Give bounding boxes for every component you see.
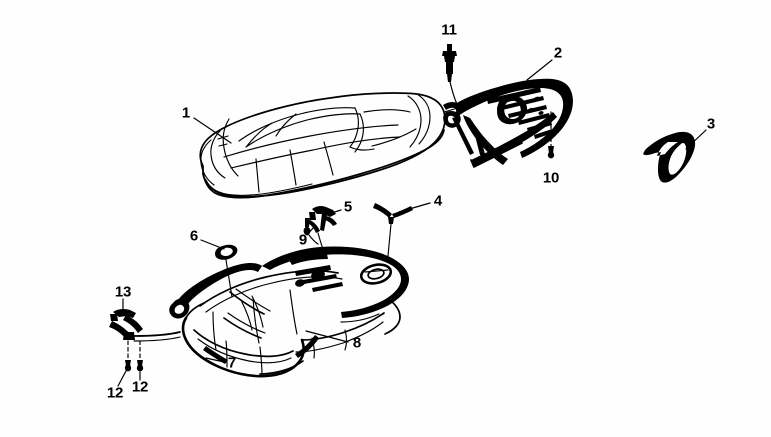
leader-9 [306, 226, 315, 236]
leader-5 [324, 209, 342, 216]
callout-label-8: 8 [352, 334, 362, 352]
callout-label-7: 7 [227, 354, 237, 372]
callout-label-4: 4 [433, 192, 443, 210]
callout-label-9: 9 [298, 231, 308, 249]
callout-label-5: 5 [343, 198, 353, 216]
part-side-cover-trim [643, 131, 696, 183]
callout-leader-lines [122, 59, 707, 363]
part-rack-mount-bolt [547, 111, 555, 159]
part-luggage-storage-box [169, 246, 409, 378]
part-box-mounting-bolt-right [136, 340, 144, 381]
callout-label-11: 11 [441, 21, 457, 39]
part-box-mounting-bolt-left [117, 340, 132, 387]
part-seat-catch-striker [308, 205, 337, 253]
part-seat-hinge-pivot [109, 308, 181, 342]
leader-8 [305, 330, 349, 343]
leader-2 [526, 59, 553, 81]
callout-label-13: 13 [114, 283, 132, 301]
part-rear-carrier-rack [443, 78, 573, 168]
callout-label-6: 6 [189, 227, 199, 245]
part-seat-assembly [199, 92, 465, 199]
part-seat-lock-bolt [442, 44, 458, 105]
callout-label-2: 2 [553, 44, 563, 62]
callout-label-1: 1 [181, 104, 191, 122]
leader-1 [193, 117, 232, 144]
leader-7 [205, 357, 225, 363]
callout-label-12-right: 12 [131, 378, 149, 396]
leader-4 [398, 202, 431, 213]
leader-3 [685, 129, 707, 150]
leader-6 [200, 239, 225, 250]
callout-label-10: 10 [542, 169, 560, 187]
part-hinge-bracket [373, 203, 413, 257]
callout-label-3: 3 [706, 115, 716, 133]
callout-label-12-left: 12 [106, 384, 124, 402]
